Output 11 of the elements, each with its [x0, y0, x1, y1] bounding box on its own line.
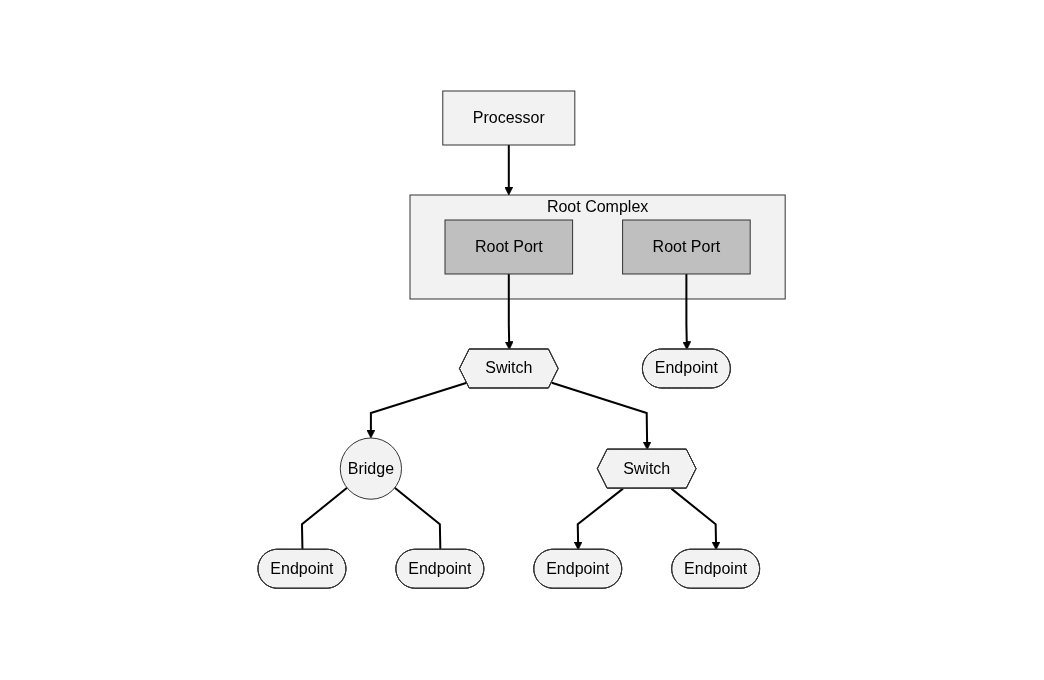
node-circle: Bridge [340, 437, 403, 501]
arrow [504, 144, 514, 196]
arrow [574, 488, 625, 551]
arrow [682, 273, 692, 351]
arrow [670, 488, 721, 551]
node-box: Root Port [444, 219, 574, 275]
arrow [505, 273, 514, 351]
node-box: Processor [442, 90, 576, 146]
arrow [366, 382, 469, 439]
arrow [551, 382, 652, 451]
node-box: Root Port [622, 219, 752, 275]
